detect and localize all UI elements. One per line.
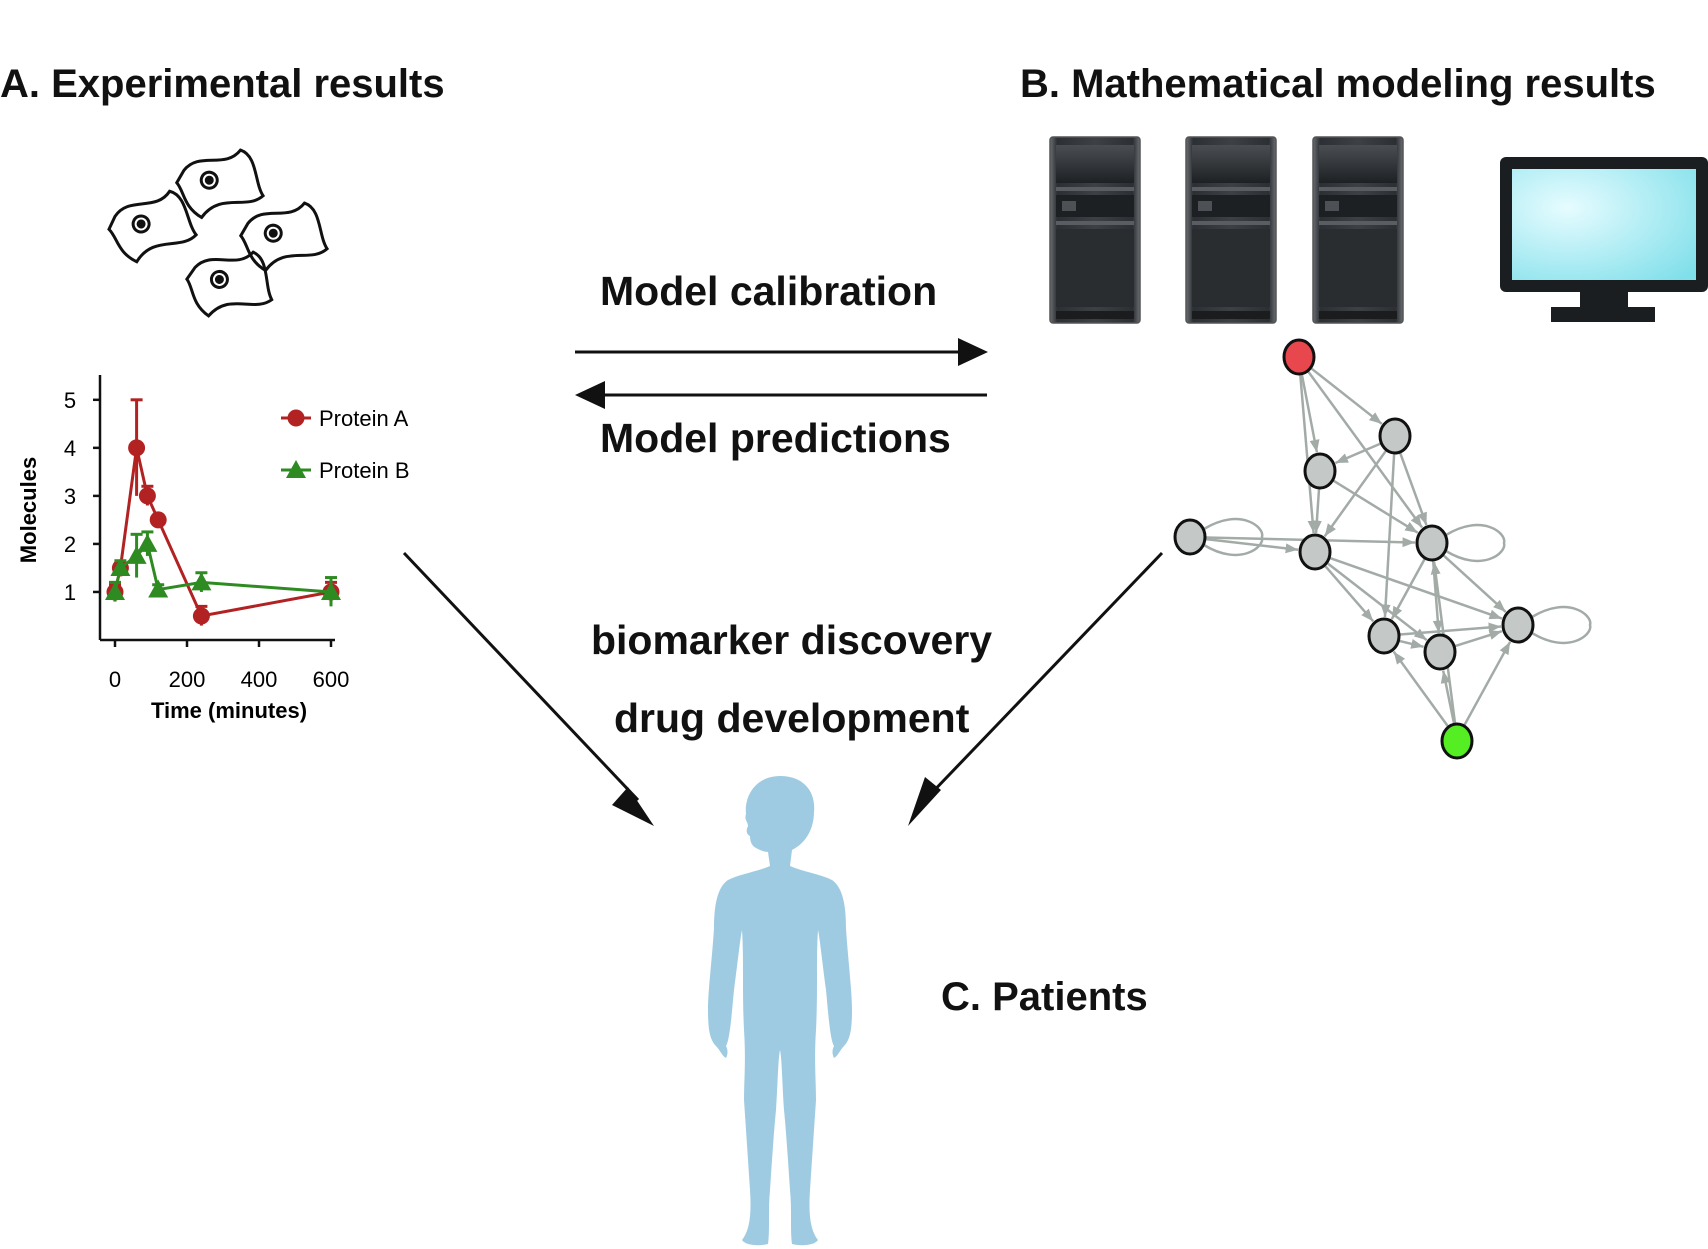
network-node-ur [1378,417,1412,455]
model-to-patient-arrowhead [908,777,941,826]
y-tick-label: 2 [64,532,76,557]
data-point [126,545,147,564]
network-edge [1392,650,1449,727]
server-tower-icon [1185,136,1277,324]
network-edge [1440,670,1456,724]
calibration-arrowhead [958,338,988,366]
x-tick-label: 400 [241,667,278,692]
human-silhouette-icon [708,776,852,1246]
network-node-center [1298,533,1332,571]
predictions-arrowhead [575,381,605,409]
network-edge [1332,479,1419,534]
y-tick-label: 5 [64,388,76,413]
network-edge [1300,374,1320,453]
axis-ticks: 1 2 3 4 5 0 200 400 600 [64,388,349,692]
model-calibration-label: Model calibration [600,268,938,314]
experimental-results-heading: A. Experimental results [0,62,445,106]
network-edge [1324,565,1375,623]
legend-label: Protein A [319,406,409,431]
y-axis-title: Molecules [16,457,41,563]
data-point [128,439,146,457]
y-tick-label: 1 [64,580,76,605]
network-self-loop [1531,605,1592,645]
signaling-network [1173,338,1592,760]
x-tick-label: 200 [169,667,206,692]
network-node-ul [1303,452,1337,490]
cells-illustration [107,148,330,318]
network-nodes [1173,338,1535,760]
experiment-to-patient-arrowhead [612,787,654,826]
data-point [105,581,125,600]
patients-heading: C. Patients [941,975,1148,1019]
data-point [321,581,341,600]
network-node-top [1282,338,1316,376]
legend-marker [286,460,306,478]
legend-label: Protein B [319,458,410,483]
network-node-lowl [1367,617,1401,655]
legend-marker [287,409,305,427]
experiment-to-patient-arrow [402,551,640,802]
network-node-lowr [1423,633,1457,671]
network-edge [1390,558,1426,620]
modeling-results-heading: B. Mathematical modeling results [1020,62,1656,106]
time-course-chart: 1 2 3 4 5 0 200 400 600 Molecules Time (minutes)… [16,375,410,723]
network-edge [1299,374,1318,534]
cell-icon [107,189,199,264]
cell-icon [238,201,330,273]
cell-icon [185,250,274,318]
chart-series [105,398,341,626]
network-self-loop [1445,523,1506,563]
network-node-right [1415,524,1449,562]
data-point [192,607,210,625]
server-tower-icon [1049,136,1141,324]
y-tick-label: 3 [64,484,76,509]
network-edge [1329,556,1503,620]
data-point [148,579,169,598]
network-edge [1399,452,1428,526]
network-edge [1334,442,1381,465]
drug-development-label: drug development [614,695,970,741]
network-edge [1442,554,1507,613]
network-edge [1380,453,1396,618]
monitor-icon [1500,157,1708,322]
y-tick-label: 4 [64,436,76,461]
network-node-bottom [1440,722,1474,760]
network-self-loop [1203,517,1264,557]
network-edge [1399,638,1424,649]
network-edge [1326,562,1428,642]
network-node-far [1501,606,1535,644]
chart-legend: Protein A Protein B [281,406,410,483]
model-to-patient-arrow [923,551,1164,802]
network-edge [1310,367,1383,425]
series-protein-b [105,530,341,607]
x-axis-title: Time (minutes) [151,698,307,723]
data-point [137,533,158,552]
server-tower-icon [1312,136,1404,324]
network-edge [1399,622,1502,636]
network-edge [1463,641,1512,726]
x-tick-label: 0 [109,667,121,692]
network-edge [1454,630,1503,648]
data-point [149,511,167,529]
network-edge [1205,537,1299,554]
cell-icon [174,148,266,220]
x-tick-label: 600 [313,667,350,692]
network-node-left [1173,518,1207,556]
model-predictions-label: Model predictions [600,415,951,461]
series-protein-a [106,398,340,626]
data-point [191,572,212,591]
server-towers [1049,136,1404,324]
data-point [110,557,131,576]
biomarker-discovery-label: biomarker discovery [591,617,993,663]
network-edge [1311,488,1322,534]
data-point [138,487,156,505]
